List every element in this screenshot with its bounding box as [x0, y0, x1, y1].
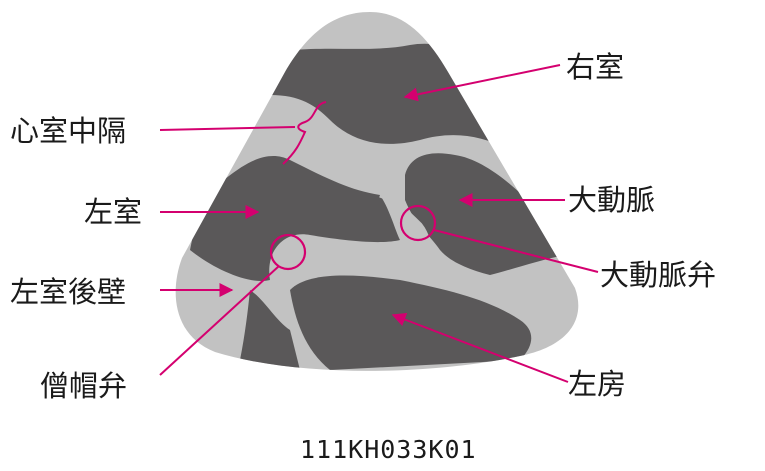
label-aortic-valve: 大動脈弁	[600, 258, 716, 292]
posterior-wall-shadow	[240, 290, 300, 370]
left-ventricle-region	[190, 155, 400, 281]
mitral-valve-marker	[269, 233, 307, 271]
pointer-left-atrium	[391, 312, 569, 383]
figure-code: 111KH033K01	[300, 435, 477, 464]
label-septum: 心室中隔	[10, 114, 126, 148]
label-right-ventricle: 右室	[566, 50, 624, 84]
label-left-atrium: 左房	[568, 367, 626, 401]
pointer-right-ventricle	[403, 64, 561, 102]
pointer-aortic-valve	[433, 229, 599, 273]
pointer-septum	[159, 126, 296, 131]
aortic-valve-marker	[399, 204, 437, 242]
label-aorta: 大動脈	[568, 183, 655, 217]
aorta-region	[405, 153, 565, 275]
pointer-mitral-valve	[159, 265, 280, 376]
label-left-ventricle: 左室	[84, 195, 142, 229]
label-lv-posterior-wall: 左室後壁	[10, 275, 126, 309]
septum-brace	[282, 101, 327, 165]
aortic-valve-leaflet	[379, 192, 435, 263]
label-mitral-valve: 僧帽弁	[40, 369, 127, 403]
